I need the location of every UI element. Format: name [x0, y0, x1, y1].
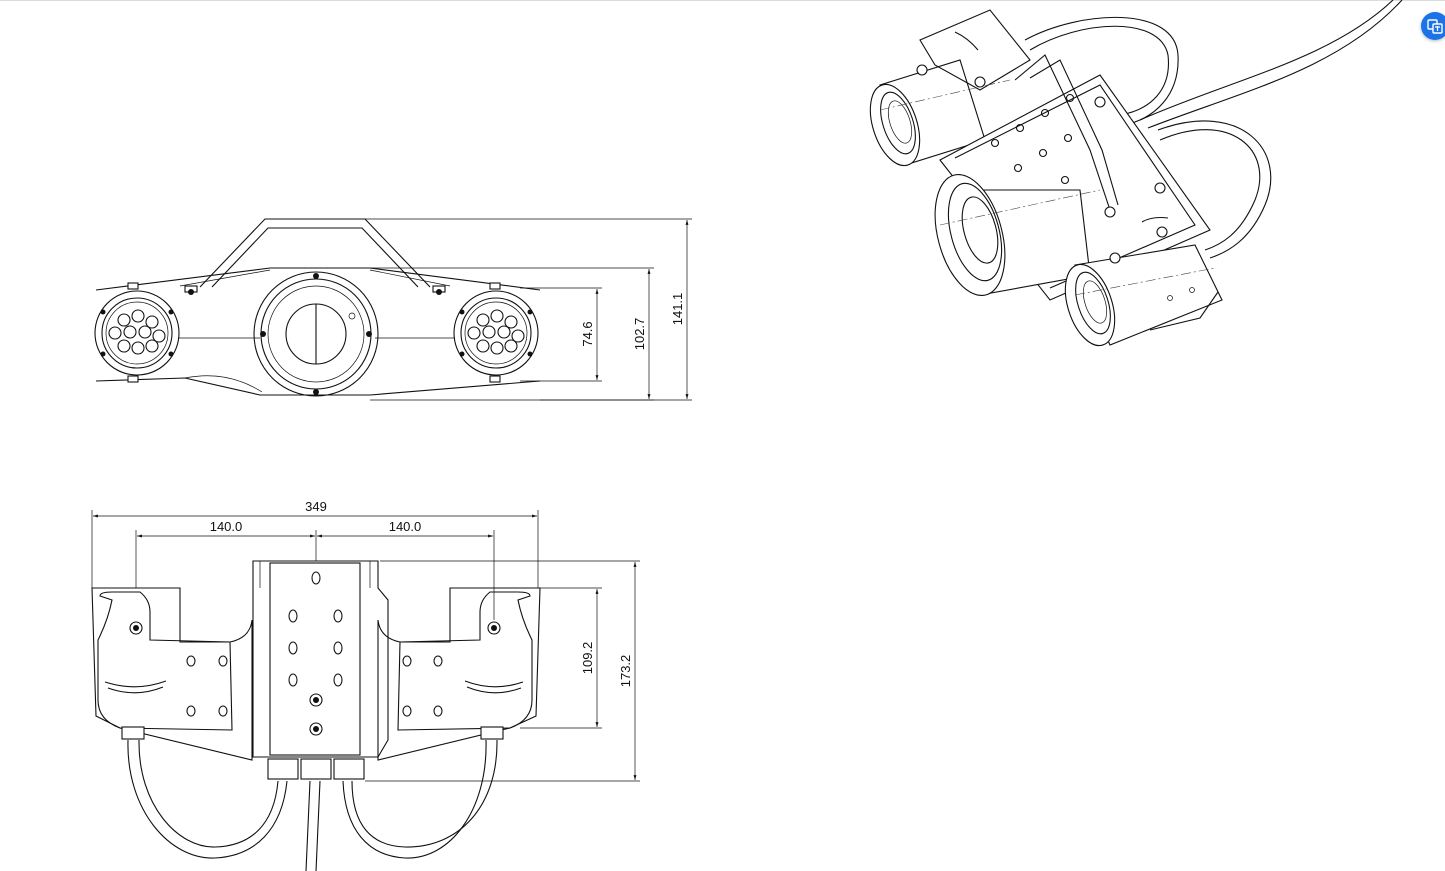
translate-icon: [1427, 19, 1443, 34]
dim-74-6: 74.6: [580, 321, 595, 346]
top-view: 349 140.0 140.0 109.2 173.2: [91, 499, 640, 871]
dim-102-7: 102.7: [632, 318, 647, 351]
dim-173-2: 173.2: [618, 655, 633, 688]
left-lamp: [94, 290, 180, 376]
dim-140-right: 140.0: [389, 519, 422, 534]
top-border: [0, 0, 1445, 1]
left-gland: [121, 726, 145, 740]
right-lamp: [453, 290, 539, 376]
translate-button[interactable]: [1421, 12, 1445, 40]
isometric-view: [869, 0, 1403, 347]
rail-fasteners: [127, 282, 501, 383]
front-view: 74.6 102.7 141.1: [94, 218, 692, 401]
dim-140-left: 140.0: [210, 519, 243, 534]
center-camera: [253, 271, 379, 397]
dim-141-1: 141.1: [670, 293, 685, 326]
dim-109-2: 109.2: [580, 642, 595, 675]
dim-349: 349: [305, 499, 327, 514]
right-gland: [480, 726, 504, 740]
